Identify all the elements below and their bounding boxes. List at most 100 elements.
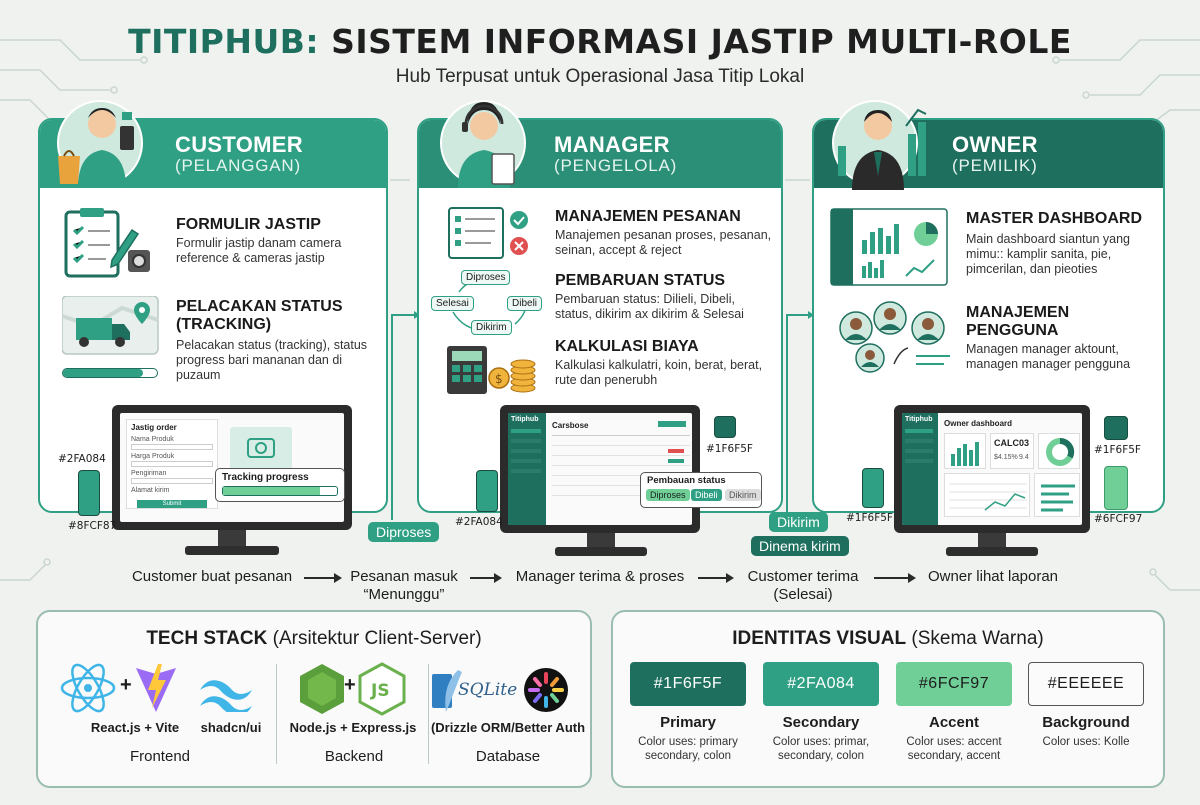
- feature-desc-biaya: Kalkulasi kalkulatri, koin, berat, berat…: [555, 358, 763, 387]
- swatch-left-top: [78, 470, 100, 516]
- feature-title-dashboard: MASTER DASHBOARD: [966, 210, 1142, 227]
- svg-text:JS: JS: [370, 681, 390, 701]
- status-option-dikirim[interactable]: Dikirim: [725, 489, 761, 501]
- visual-identity-title: IDENTITAS VISUAL (Skema Warna): [732, 628, 1044, 649]
- accept-badge[interactable]: [668, 459, 684, 463]
- table-row[interactable]: [552, 455, 690, 456]
- manager-panel: MANAGER (PENGELOLA) MANAJEMEN PESANAN Ma…: [417, 118, 783, 513]
- status-option-dibeli[interactable]: Dibeli: [691, 489, 722, 501]
- manager-sidebar-item[interactable]: [511, 459, 541, 463]
- color-name-secondary: Secondary: [782, 714, 860, 731]
- manager-role-subtitle: (PENGELOLA): [554, 156, 678, 175]
- tracking-popup-bar: [222, 486, 338, 496]
- tech-shadcn: shadcn/ui: [200, 720, 262, 735]
- feature-desc-pengguna: Managen manager aktount, managen manager…: [966, 342, 1131, 371]
- camera-upload-area[interactable]: [230, 427, 292, 469]
- manager-screen: Titiphub Carsbose: [508, 413, 692, 525]
- customer-screen: Jastig order Nama Produk Harga Produk Pe…: [120, 413, 344, 522]
- swatch-label-left-bottom: #8FCF87: [68, 520, 117, 532]
- submit-button[interactable]: Submit: [137, 500, 207, 508]
- manager-table-title: Carsbose: [552, 421, 589, 430]
- color-card-secondary: #2FA084: [763, 662, 879, 706]
- page-subtitle: Hub Terpusat untuk Operasional Jasa Titi…: [395, 66, 805, 87]
- owner-screen: Titiphub Owner dashboard CALC03 $4.15% 9…: [902, 413, 1082, 525]
- customer-role-title: CUSTOMER: [175, 132, 303, 157]
- owner-monitor: Titiphub Owner dashboard CALC03 $4.15% 9…: [894, 405, 1090, 533]
- product-price-input[interactable]: [131, 461, 213, 467]
- feature-title-pengguna: MANAJEMEN PENGGUNA: [966, 304, 1070, 339]
- owner-sidebar-item[interactable]: [905, 439, 933, 443]
- manager-monitor: Titiphub Carsbose: [500, 405, 700, 533]
- table-row[interactable]: [552, 485, 690, 486]
- color-use-accent: Color uses: accent secondary, accent: [906, 736, 1002, 762]
- manager-sidebar: Titiphub: [508, 413, 546, 525]
- cycle-dibeli: Dibeli: [507, 296, 543, 311]
- page-title: TITIPHUB: SISTEM INFORMASI JASTIP MULTI-…: [128, 22, 1072, 61]
- swatch-label-left-top: #2FA084: [58, 453, 106, 465]
- swatch-label-right-top: #1F6F5F: [1094, 444, 1141, 456]
- tracking-popup-label: Tracking progress: [222, 472, 309, 483]
- owner-sidebar-item[interactable]: [905, 429, 933, 433]
- status-option-diproses[interactable]: Diproses: [646, 489, 690, 501]
- color-name-primary: Primary: [660, 714, 716, 731]
- tech-stack-box: TECH STACK (Arsitektur Client-Server) + …: [36, 610, 592, 788]
- flow-step-5: Owner lihat laporan: [927, 568, 1059, 585]
- customer-monitor: Jastig order Nama Produk Harga Produk Pe…: [112, 405, 352, 530]
- swatch-label-mid-right: #1F6F5F: [706, 443, 753, 455]
- manager-sidebar-item[interactable]: [511, 429, 541, 433]
- swatch-mid-left: [476, 470, 498, 512]
- color-use-primary: Color uses: primary secondary, colon: [638, 736, 738, 762]
- manager-monitor-neck: [587, 533, 615, 549]
- sqlite-wordmark: SQLite: [458, 680, 518, 700]
- feature-desc-pesanan: Manajemen pesanan proses, pesanan, seina…: [555, 228, 772, 257]
- better-auth-logo-icon: [524, 668, 568, 712]
- feature-title-status: PEMBARUAN STATUS: [555, 272, 726, 289]
- nodejs-logo-icon: [300, 664, 344, 714]
- reject-badge[interactable]: [668, 449, 684, 453]
- feature-desc-status: Pembaruan status: Dilieli, Dibeli, statu…: [555, 292, 744, 321]
- kpi-value-2: $4.15%: [994, 454, 1018, 461]
- table-row[interactable]: [552, 465, 690, 466]
- color-use-background: Color uses: Kolle: [1042, 736, 1130, 748]
- color-card-accent: #6FCF97: [896, 662, 1012, 706]
- plus-sign: +: [120, 674, 132, 696]
- owner-sidebar-item[interactable]: [905, 449, 933, 453]
- table-row[interactable]: [552, 495, 690, 496]
- manager-sidebar-item[interactable]: [511, 439, 541, 443]
- pill-dinema-kirim: Dinema kirim: [751, 536, 849, 556]
- tracking-progress-fill: [63, 369, 143, 377]
- owner-table-card: [944, 473, 1030, 517]
- cycle-selesai: Selesai: [431, 296, 474, 311]
- tracking-popup: Tracking progress: [215, 468, 345, 502]
- color-name-background: Background: [1042, 714, 1130, 731]
- vite-logo-icon: [136, 664, 176, 712]
- truck-map-icon: [62, 296, 159, 355]
- tracking-popup-fill: [223, 487, 320, 495]
- pill-dikirim: Dikirim: [769, 512, 828, 532]
- table-row[interactable]: [552, 475, 690, 476]
- owner-sidebar-item[interactable]: [905, 459, 933, 463]
- product-name-input[interactable]: [131, 444, 213, 450]
- order-checklist-icon: [448, 207, 528, 259]
- plus-sign: +: [344, 674, 356, 696]
- group-database: Database: [475, 748, 541, 765]
- group-frontend: Frontend: [129, 748, 191, 765]
- manager-sidebar-item[interactable]: [511, 469, 541, 473]
- feature-title-biaya: KALKULASI BIAYA: [555, 338, 699, 355]
- owner-app-name: Titiphub: [905, 416, 933, 423]
- manager-sidebar-item[interactable]: [511, 449, 541, 453]
- manager-add-button[interactable]: [658, 421, 686, 427]
- cycle-diproses: Diproses: [461, 270, 511, 285]
- tech-react-vite: React.js + Vite: [90, 720, 180, 735]
- feature-title-tracking: PELACAKAN STATUS (TRACKING): [176, 298, 343, 333]
- owner-person-icon: [838, 108, 927, 190]
- clipboard-form-icon: [64, 208, 150, 278]
- calculator-coins-icon: $: [447, 346, 536, 394]
- table-row[interactable]: [552, 445, 690, 446]
- swatch-label-right-bottom: #6FCF97: [1094, 513, 1143, 525]
- flow-arrow-1: [304, 573, 342, 583]
- shipping-select[interactable]: [131, 478, 213, 484]
- color-card-primary: #1F6F5F: [630, 662, 746, 706]
- pill-diproses: Diproses: [368, 522, 440, 542]
- js-hexagon-icon: JS: [358, 662, 406, 716]
